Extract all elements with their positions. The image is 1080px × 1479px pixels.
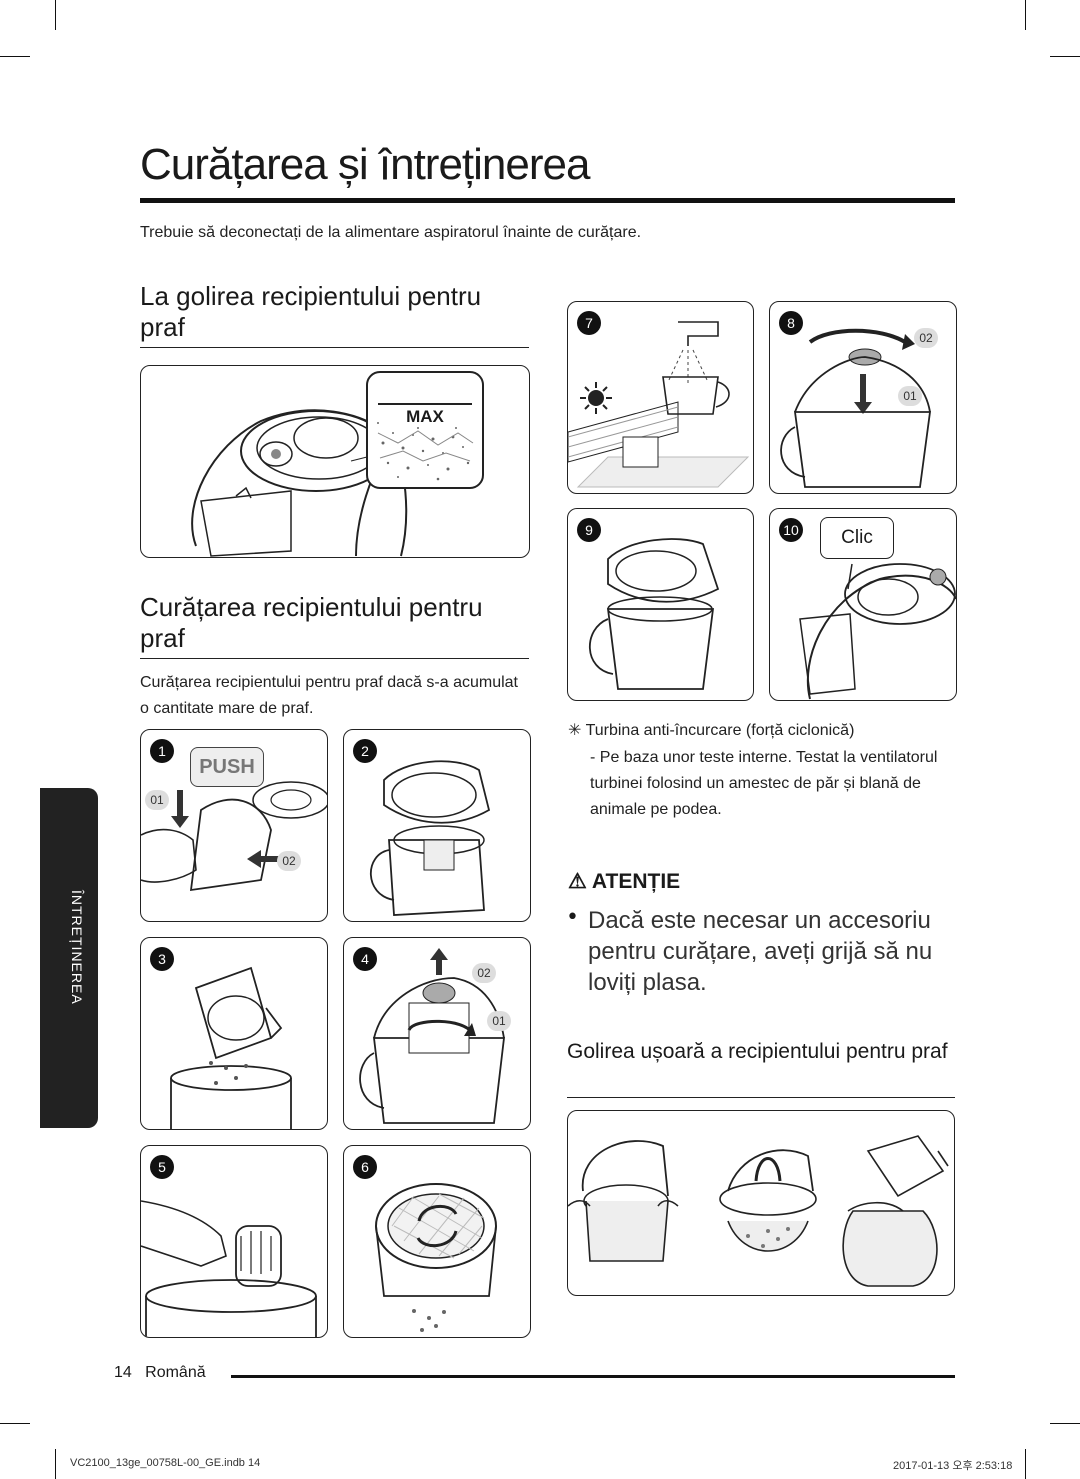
step-9-figure: 9 <box>567 508 754 701</box>
section-rule <box>567 1097 955 1098</box>
step-8-figure: 8 02 01 <box>769 301 957 494</box>
step-6-figure: 6 <box>343 1145 531 1338</box>
print-slug-file: VC2100_13ge_00758L-00_GE.indb 14 <box>70 1457 261 1469</box>
caution-text: Dacă este necesar un accesoriu pentru cu… <box>588 907 933 996</box>
section-rule <box>140 658 529 659</box>
vacuum-illustration <box>191 409 408 557</box>
callout-02: 02 <box>472 963 496 983</box>
step-4-figure: 4 02 01 <box>343 937 531 1130</box>
warning-icon: ⚠ <box>568 870 587 893</box>
figure-max-level: MAX <box>140 365 530 558</box>
page-title: Curățarea și întreținerea <box>140 140 590 189</box>
section-heading-cleaning: Curățarea recipientului pentru praf <box>140 592 483 653</box>
asterisk-icon: ✳ <box>568 722 586 739</box>
dust-pattern <box>377 422 474 481</box>
page-number: 14 <box>114 1364 132 1381</box>
title-rule <box>140 198 955 203</box>
step-number: 1 <box>150 739 174 763</box>
crop-mark <box>1025 1449 1026 1479</box>
callout-01: 01 <box>487 1011 511 1031</box>
callout-02: 02 <box>914 328 938 348</box>
turbine-note-detail: - Pe baza unor teste interne. Testat la … <box>590 749 938 818</box>
caution-heading: ⚠ ATENȚIE <box>568 870 681 893</box>
crop-mark <box>0 1423 30 1424</box>
step-number: 2 <box>353 739 377 763</box>
footer-rule <box>231 1375 955 1378</box>
step-number: 5 <box>150 1155 174 1179</box>
step-7-figure: 7 <box>567 301 754 494</box>
step-number: 10 <box>779 518 803 542</box>
clic-callout: Clic <box>820 517 894 559</box>
max-label: MAX <box>406 407 444 426</box>
easy-emptying-figure <box>567 1110 955 1296</box>
step-number: 7 <box>577 311 601 335</box>
print-slug-date: 2017-01-13 오후 2:53:18 <box>893 1460 1013 1472</box>
step-10-figure: 10 Clic <box>769 508 957 701</box>
step-1-figure: 1 PUSH 01 02 <box>140 729 328 922</box>
crop-mark <box>1025 0 1026 30</box>
crop-mark <box>1050 56 1080 57</box>
footer-language: Română <box>145 1364 206 1381</box>
step-number: 3 <box>150 947 174 971</box>
step-number: 6 <box>353 1155 377 1179</box>
section-heading-emptying: La golirea recipientului pentru praf <box>140 281 482 342</box>
step-5-figure: 5 <box>140 1145 328 1338</box>
step-number: 8 <box>779 311 803 335</box>
side-tab-label: ÎNTREȚINEREA <box>69 890 85 1005</box>
crop-mark <box>1050 1423 1080 1424</box>
section-side-tab <box>40 788 98 1128</box>
intro-text: Trebuie să deconectați de la alimentare … <box>140 224 642 241</box>
step-number: 9 <box>577 518 601 542</box>
max-line <box>378 403 472 405</box>
crop-mark <box>55 0 56 30</box>
callout-01: 01 <box>898 386 922 406</box>
section-rule <box>140 347 529 348</box>
bullet-icon: • <box>566 905 579 930</box>
callout-02: 02 <box>277 851 301 871</box>
push-label: PUSH <box>190 747 264 787</box>
step-number: 4 <box>353 947 377 971</box>
crop-mark <box>0 56 30 57</box>
page-footer: 14 Română <box>114 1364 206 1382</box>
turbine-note: ✳ Turbina anti-încurcare (forță ciclonic… <box>568 722 855 739</box>
section-heading-easy-emptying: Golirea ușoară a recipientului pentru pr… <box>567 1040 948 1063</box>
step-3-figure: 3 <box>140 937 328 1130</box>
cleaning-description: Curățarea recipientului pentru praf dacă… <box>140 674 518 717</box>
callout-01: 01 <box>145 790 169 810</box>
max-level-callout: MAX <box>366 371 484 489</box>
crop-mark <box>55 1449 56 1479</box>
step-2-figure: 2 <box>343 729 531 922</box>
